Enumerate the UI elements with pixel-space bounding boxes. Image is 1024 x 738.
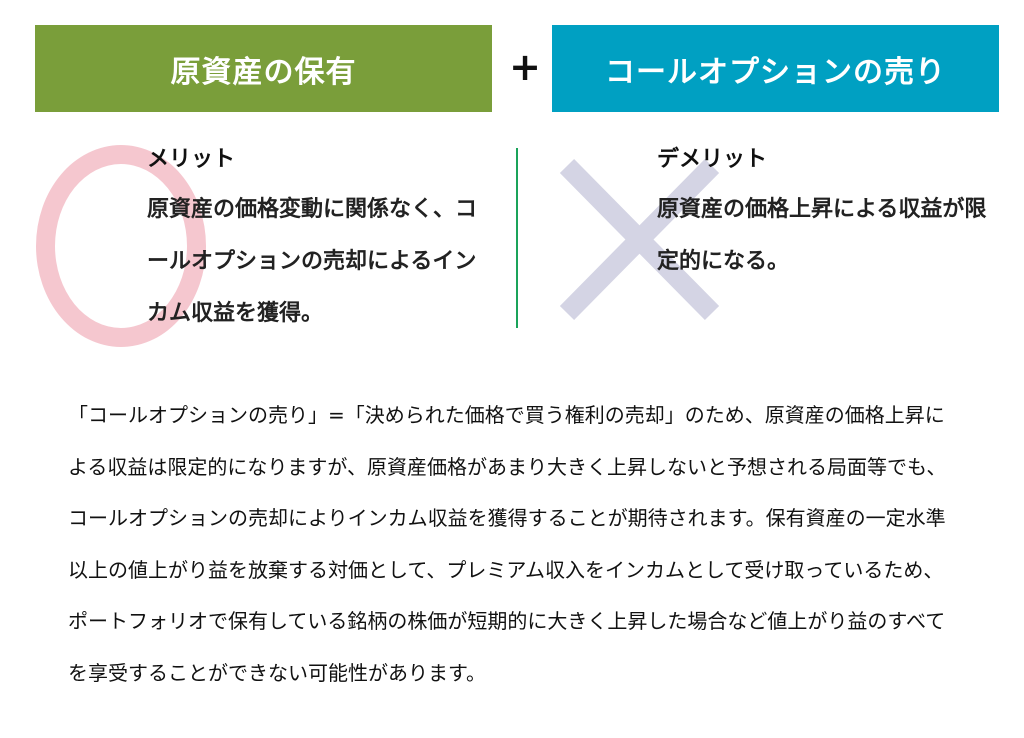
merit-text: 原資産の価格変動に関係なく、コールオプションの売却によるインカム収益を獲得。	[147, 197, 478, 326]
underlying-holding-label: 原資産の保有	[170, 54, 357, 90]
explanation-paragraph: 「コールオプションの売り」=「決められた価格で買う権利の売却」のため、原資産の価…	[68, 403, 947, 685]
demerit-title: デメリット	[657, 147, 768, 172]
underlying-holding-box: 原資産の保有	[35, 25, 492, 112]
merit-title: メリット	[147, 147, 236, 172]
merit-section: メリット 原資産の価格変動に関係なく、コールオプションの売却によるインカム収益を…	[147, 142, 487, 340]
call-option-selling-label: コールオプションの売り	[605, 54, 946, 90]
call-option-selling-box: コールオプションの売り	[552, 25, 999, 112]
demerit-text: 原資産の価格上昇による収益が限定的になる。	[657, 197, 987, 274]
demerit-section: デメリット 原資産の価格上昇による収益が限定的になる。	[657, 142, 1007, 288]
plus-icon: +	[509, 45, 541, 89]
divider	[516, 148, 518, 328]
cross-icon	[559, 158, 720, 321]
